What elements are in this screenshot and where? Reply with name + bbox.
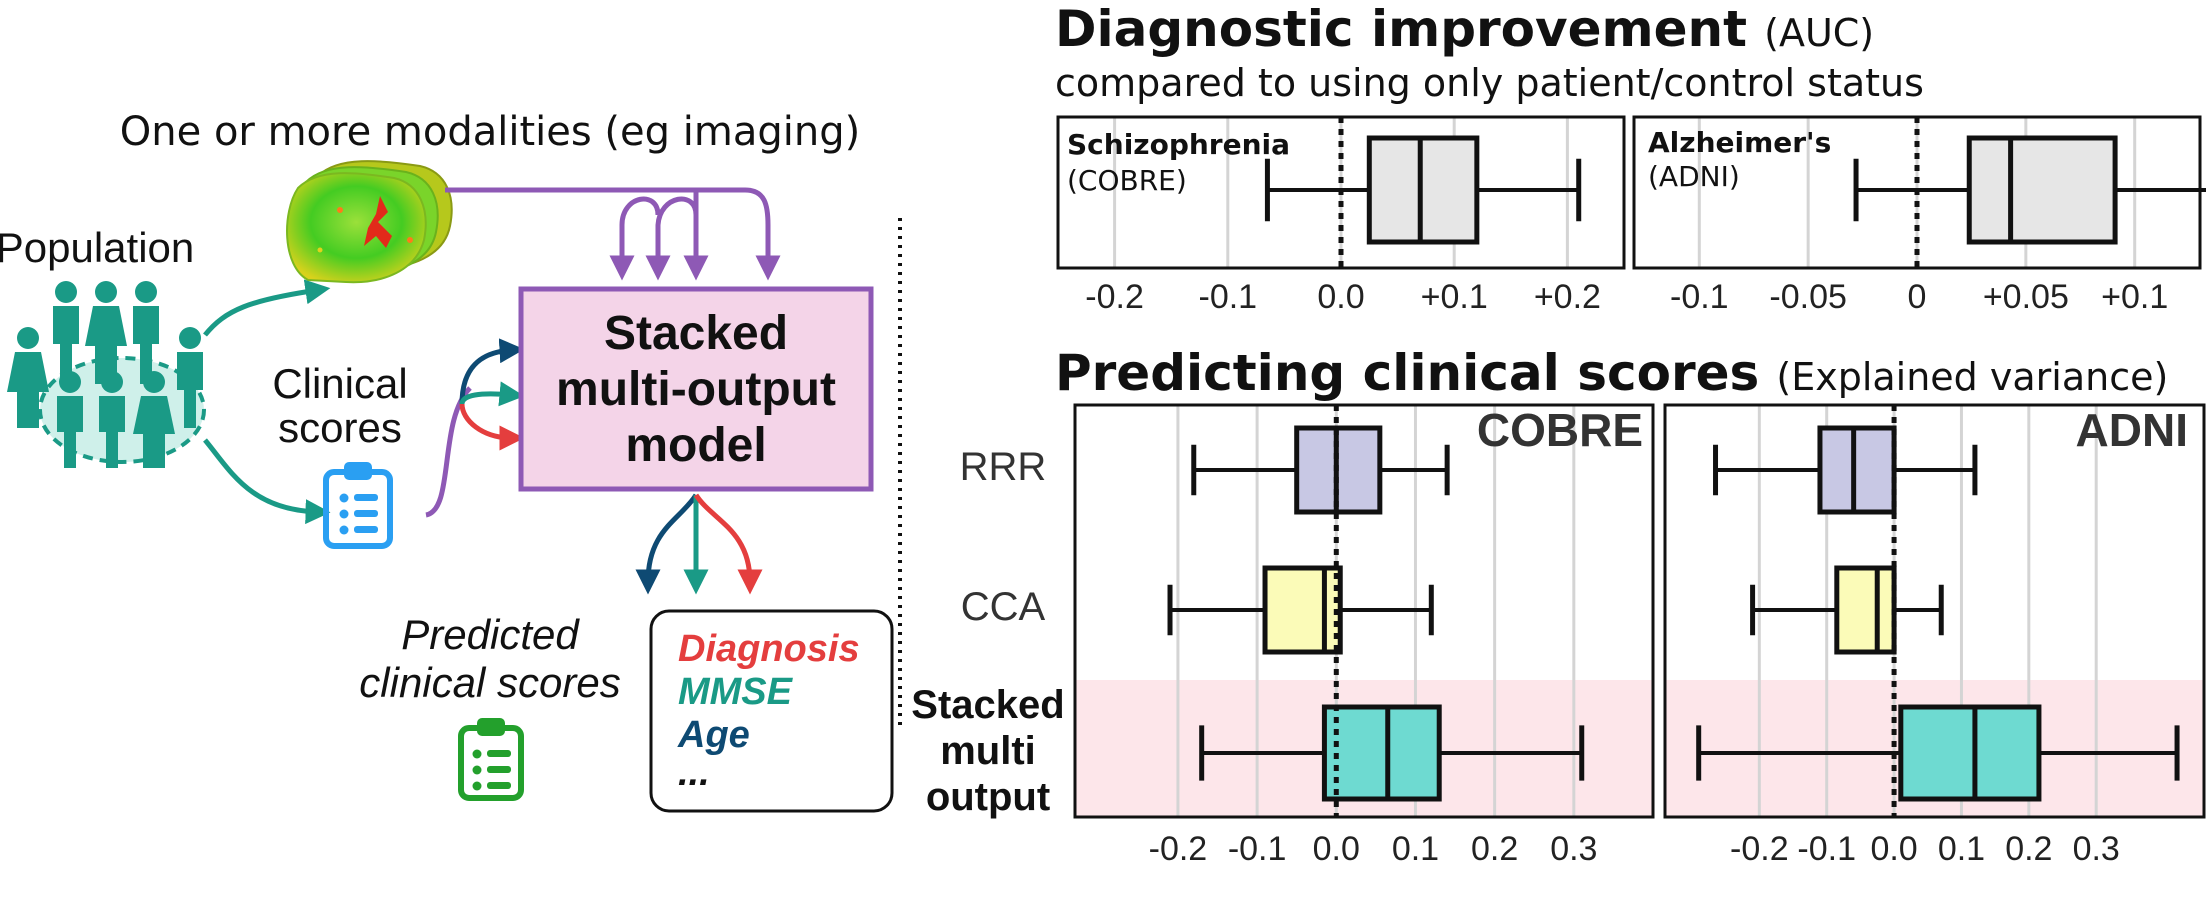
panel-label: Alzheimer's bbox=[1648, 126, 1831, 159]
tick-label: -0.1 bbox=[1797, 830, 1856, 868]
panel-label: Schizophrenia bbox=[1067, 128, 1290, 161]
tick-label: +0.1 bbox=[2101, 278, 2168, 316]
model-label-3: model bbox=[625, 419, 766, 472]
iqr-box bbox=[1262, 565, 1343, 655]
iqr-box bbox=[1817, 425, 1897, 515]
tick-label: 0.0 bbox=[1313, 830, 1360, 868]
panel-frame bbox=[1632, 115, 2202, 270]
panel-label: ADNI bbox=[2076, 404, 2188, 456]
iqr-box bbox=[1834, 565, 1897, 655]
output-diagnosis: Diagnosis bbox=[678, 628, 860, 670]
population-label: Population bbox=[0, 224, 194, 271]
chart-1: Schizophrenia(COBRE) -0.2 -0.1 0.0 +0.1 +0.2 bbox=[1056, 115, 1626, 316]
box-stacked-multi-output bbox=[1696, 704, 2180, 802]
tick-label: +0.1 bbox=[1421, 278, 1488, 316]
predicted-label-1: Predicted bbox=[401, 611, 580, 658]
tick-label: 0.0 bbox=[1317, 278, 1364, 316]
box-rrr bbox=[1191, 425, 1450, 515]
clin-title: Predicting clinical scores (Explained va… bbox=[1055, 344, 2168, 402]
model-box bbox=[518, 286, 874, 492]
box-auc bbox=[1264, 135, 1582, 245]
tick-label: -0.1 bbox=[1199, 278, 1258, 316]
tick-label: 0.2 bbox=[2005, 830, 2052, 868]
arrow-out-red bbox=[693, 493, 763, 595]
arrow-brain-to-model bbox=[445, 187, 781, 281]
row-label-stacked-2: multi bbox=[940, 729, 1036, 773]
tick-label: -0.1 bbox=[1228, 830, 1287, 868]
box-cca bbox=[1750, 565, 1944, 655]
arrow-in-red bbox=[459, 403, 525, 451]
panel-label: COBRE bbox=[1477, 404, 1643, 456]
tick-label: -0.2 bbox=[1149, 830, 1208, 868]
tick-label: -0.05 bbox=[1769, 278, 1847, 316]
left-panel: One or more modalities (eg imaging) Popu… bbox=[0, 109, 902, 813]
output-mmse: MMSE bbox=[678, 671, 794, 713]
tick-label: 0 bbox=[1908, 278, 1927, 316]
arrow-loop-2 bbox=[645, 196, 699, 281]
model-label-1: Stacked bbox=[604, 307, 788, 360]
clinical-scores-label-2: scores bbox=[278, 404, 402, 451]
tick-label: 0.0 bbox=[1870, 830, 1917, 868]
tick-label: 0.3 bbox=[1550, 830, 1597, 868]
clin-title-suffix: (Explained variance) bbox=[1776, 355, 2168, 399]
arrow-out-navy bbox=[635, 493, 699, 595]
output-age: Age bbox=[677, 714, 750, 756]
tick-label: 0.3 bbox=[2073, 830, 2120, 868]
chart-2: Alzheimer's(ADNI) -0.1 -0.05 0 +0.05 +0.1 bbox=[1632, 115, 2206, 316]
tick-label: 0.2 bbox=[1471, 830, 1518, 868]
box-stacked-multi-output bbox=[1199, 704, 1585, 802]
clin-title-main: Predicting clinical scores bbox=[1055, 344, 1759, 402]
tick-label: +0.2 bbox=[1534, 278, 1601, 316]
predicted-clipboard-icon bbox=[458, 718, 524, 801]
tick-label: 0.1 bbox=[1392, 830, 1439, 868]
outputs-box bbox=[649, 609, 894, 813]
brain-image bbox=[286, 160, 453, 284]
row-label-cca: CCA bbox=[961, 585, 1046, 629]
panel-frame bbox=[1056, 115, 1626, 270]
diag-subtitle: compared to using only patient/control s… bbox=[1055, 61, 1924, 105]
population-icon bbox=[7, 281, 206, 468]
output-ellipsis: ... bbox=[678, 752, 710, 794]
box-cca bbox=[1167, 565, 1434, 655]
tick-label: -0.2 bbox=[1085, 278, 1144, 316]
clinical-section: Predicting clinical scores (Explained va… bbox=[911, 344, 2168, 819]
clinical-scores-label-1: Clinical bbox=[272, 360, 407, 407]
arrow-population-to-clinical bbox=[203, 438, 331, 525]
panel-frame bbox=[1073, 403, 1655, 819]
box-rrr bbox=[1713, 425, 1978, 515]
iqr-box bbox=[1321, 704, 1442, 802]
row-label-rrr: RRR bbox=[960, 445, 1047, 489]
row-label-stacked-3: output bbox=[926, 775, 1050, 819]
diag-title-main: Diagnostic improvement bbox=[1055, 0, 1747, 58]
iqr-box bbox=[1366, 135, 1480, 245]
arrow-population-to-brain bbox=[203, 279, 331, 337]
clipboard-icon bbox=[323, 462, 393, 549]
modalities-caption: One or more modalities (eg imaging) bbox=[120, 109, 860, 155]
diag-title-suffix: (AUC) bbox=[1764, 11, 1874, 55]
diagnostic-section: Diagnostic improvement (AUC) compared to… bbox=[1055, 0, 1924, 105]
panel-sublabel: (COBRE) bbox=[1067, 164, 1187, 197]
model-label-2: multi-output bbox=[556, 363, 836, 416]
row-label-stacked-1: Stacked bbox=[911, 683, 1064, 727]
iqr-box bbox=[1898, 704, 2042, 802]
tick-label: +0.05 bbox=[1983, 278, 2069, 316]
diag-title: Diagnostic improvement (AUC) bbox=[1055, 0, 1874, 58]
arrow-in-teal bbox=[459, 381, 525, 407]
chart-3: COBRE -0.2 -0.1 0.0 0.1 0.2 0.3 bbox=[1073, 403, 1655, 868]
arrow-loop-3 bbox=[609, 196, 661, 281]
tick-label: -0.1 bbox=[1670, 278, 1729, 316]
panel-sublabel: (ADNI) bbox=[1648, 160, 1740, 193]
predicted-label-2: clinical scores bbox=[359, 659, 620, 706]
panel-frame bbox=[1663, 403, 2206, 819]
iqr-box bbox=[1966, 135, 2118, 245]
tick-label: -0.2 bbox=[1730, 830, 1789, 868]
box-auc bbox=[1853, 135, 2206, 245]
arrow-in-navy bbox=[459, 338, 525, 405]
tick-label: 0.1 bbox=[1938, 830, 1985, 868]
chart-4: ADNI -0.2-0.1 0.0 0.1 0.2 0.3 bbox=[1663, 403, 2206, 868]
